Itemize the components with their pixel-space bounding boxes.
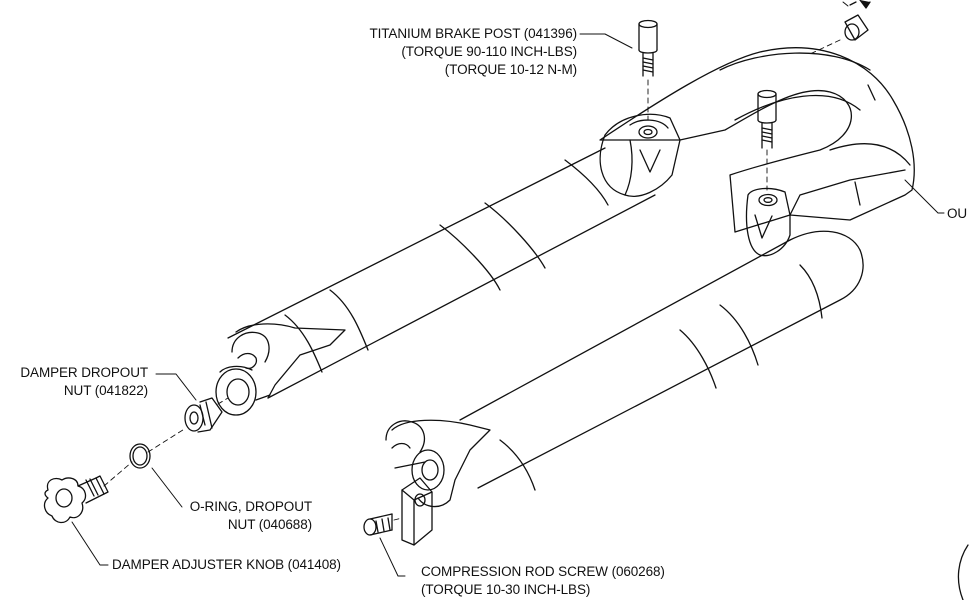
assembly-axes: [103, 39, 841, 521]
compression-rod-screw-icon: [363, 477, 433, 546]
oring-line1: O-RING, DROPOUT: [189, 499, 312, 514]
callout-outer-leg: OU: [947, 205, 967, 223]
damper-dropout-nut-icon: [184, 397, 223, 433]
damper-adjuster-knob-icon: [43, 475, 109, 524]
brake-post-line1: TITANIUM BRAKE POST (041396): [369, 26, 577, 41]
brake-mount-lower: [745, 187, 791, 257]
damper-nut-line2: NUT (041822): [63, 383, 148, 398]
brake-post-lower-icon: [757, 89, 777, 149]
brake-post-line2: (TORQUE 90-110 INCH-LBS): [401, 44, 577, 59]
fork-arch: [599, 47, 915, 233]
brake-post-line3: (TORQUE 10-12 N-M): [444, 62, 577, 77]
o-ring-icon: [129, 443, 151, 469]
callout-titanium-brake-post: TITANIUM BRAKE POST (041396) (TORQUE 90-…: [369, 25, 577, 79]
titanium-brake-post-icon: [638, 19, 658, 77]
comp-screw-line2: (TORQUE 10-30 INCH-LBS): [421, 582, 591, 597]
knob-line1: DAMPER ADJUSTER KNOB (041408): [112, 557, 341, 572]
brake-mount-upper: [599, 113, 681, 197]
callout-damper-adjuster-knob: DAMPER ADJUSTER KNOB (041408): [112, 556, 341, 574]
outer-line1: OU: [947, 206, 968, 221]
fork-leg-lower: [385, 230, 864, 508]
edge-mark: [957, 544, 969, 600]
damper-nut-line1: DAMPER DROPOUT: [20, 365, 148, 380]
callout-damper-dropout-nut: DAMPER DROPOUT NUT (041822): [20, 364, 148, 400]
callout-compression-rod-screw: COMPRESSION ROD SCREW (060268) (TORQUE 1…: [421, 563, 665, 599]
callout-o-ring: O-RING, DROPOUT NUT (040688): [190, 498, 312, 534]
bushing-icon: [844, 1, 869, 41]
oring-line2: NUT (040688): [227, 517, 312, 532]
leader-lines: [71, 1, 945, 577]
fork-leg-upper: [215, 147, 656, 416]
comp-screw-line1: COMPRESSION ROD SCREW (060268): [421, 564, 665, 579]
arrow-tip-icon: [859, 0, 871, 9]
